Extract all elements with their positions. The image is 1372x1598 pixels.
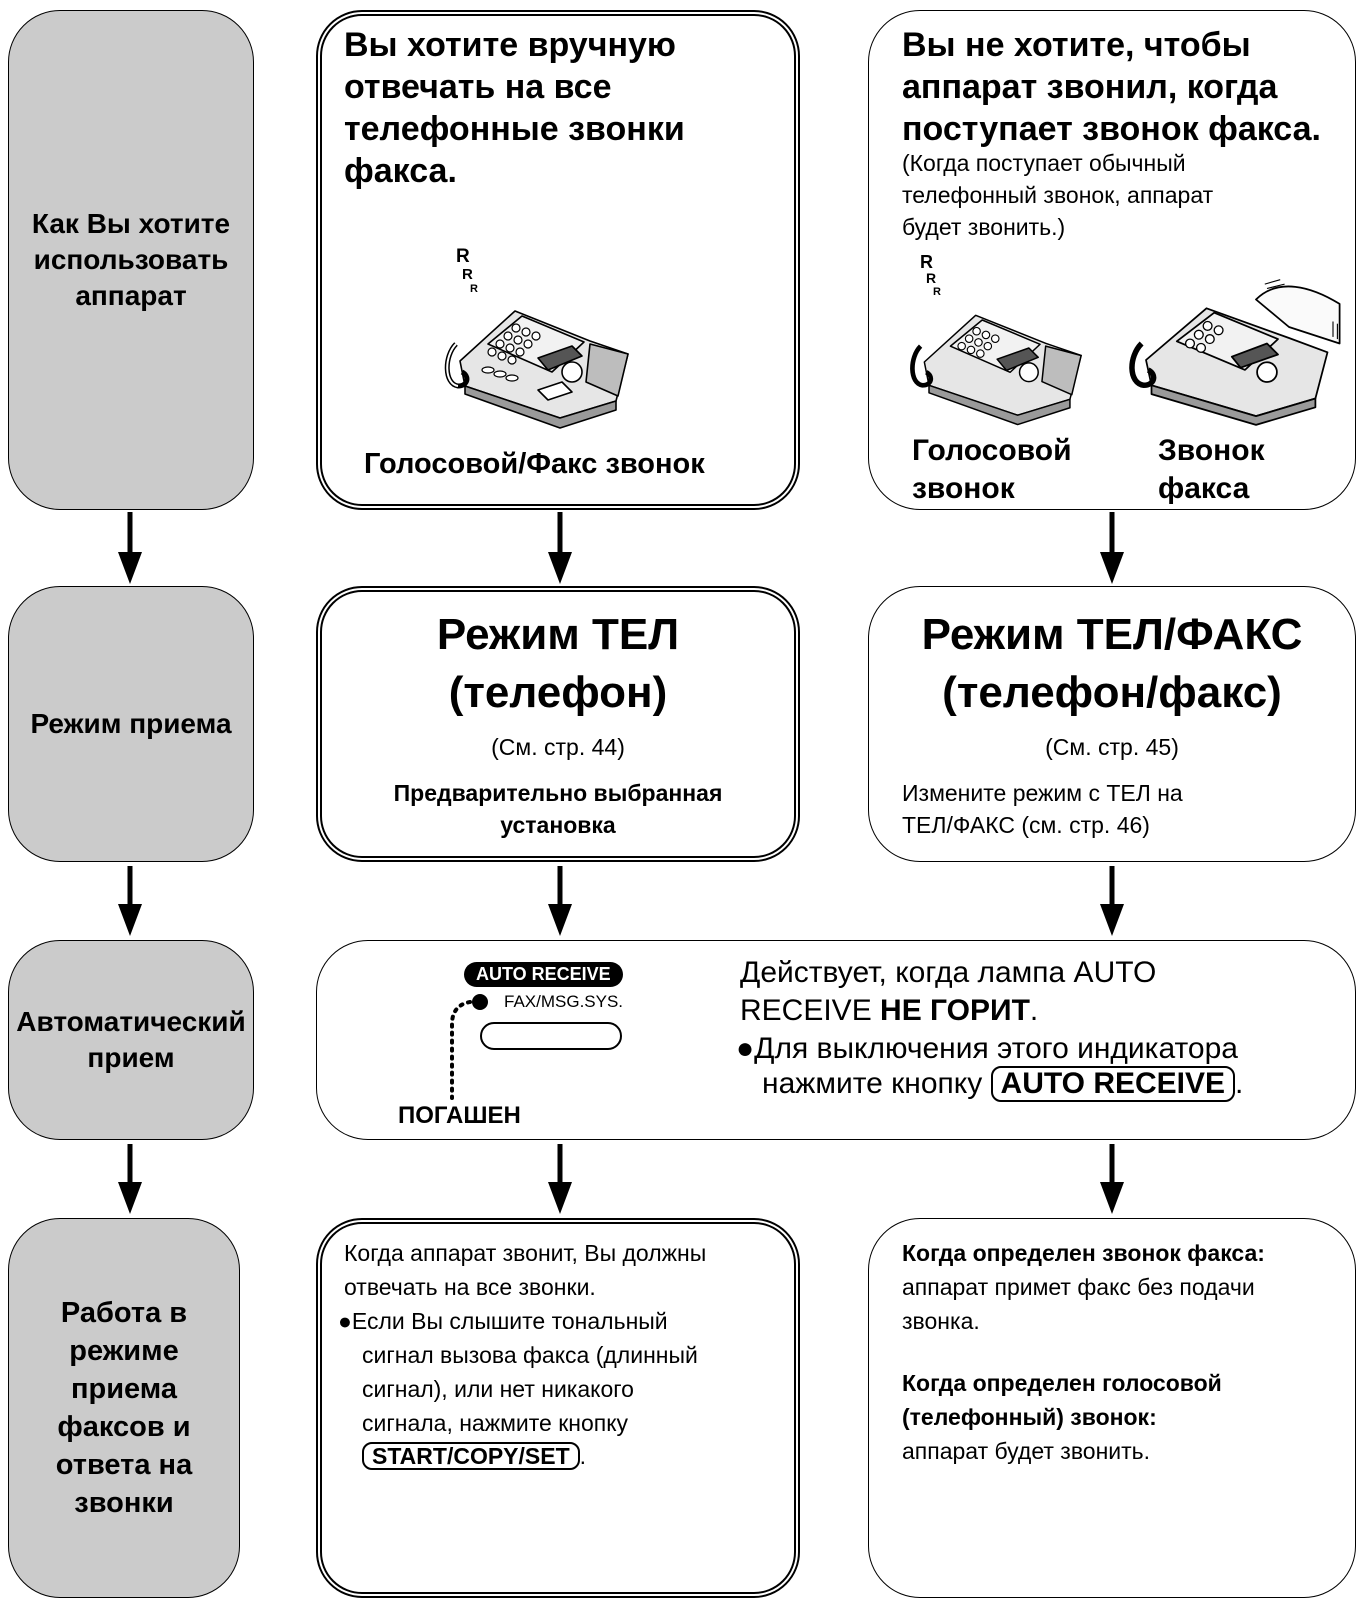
auto-receive-line-2: RECEIVE НЕ ГОРИТ. [740, 994, 1038, 1028]
auto-receive-key: AUTO RECEIVE [990, 1066, 1236, 1102]
tel-operation-line-2: отвечать на все звонки. [344, 1274, 596, 1300]
tel-mode-page-ref: (См. стр. 44) [491, 734, 625, 760]
flow-arrow-head [118, 904, 142, 936]
flow-arrow-head [118, 552, 142, 584]
telfax-mode-title-1: Режим ТЕЛ/ФАКС [921, 610, 1303, 659]
row-label-usage-text: Как Вы хотите использовать аппарат [31, 208, 231, 311]
fax-machine-printing-icon [1129, 279, 1341, 426]
ring-letter: R [462, 266, 473, 283]
tel-call-label: Голосовой/Факс звонок [364, 448, 705, 480]
ring-letter: R [933, 286, 941, 298]
fax-call-label-1: Звонок [1158, 434, 1265, 467]
tel-question-line-3: телефонные звонки [344, 110, 685, 148]
fax-machine-icon [444, 310, 629, 429]
row-label-receive-mode-text: Режим приема [30, 708, 232, 739]
auto-receive-line-2-bold: НЕ ГОРИТ [880, 994, 1030, 1027]
telfax-op-fax-line-1: аппарат примет факс без подачи [902, 1274, 1255, 1300]
row-label-usage: Как Вы хотите использовать аппарат [8, 10, 254, 510]
telfax-mode-page-ref: (См. стр. 45) [1045, 734, 1179, 760]
voice-call-label-1: Голосовой [912, 434, 1072, 467]
tel-question-line-4: факса. [344, 152, 457, 190]
tel-operation-line-7: START/COPY/SET. [362, 1442, 587, 1471]
telfax-op-voice-heading-2: (телефонный) звонок: [902, 1404, 1157, 1430]
auto-receive-line-2-text: RECEIVE [740, 994, 881, 1027]
flow-arrow-head [1100, 904, 1124, 936]
flow-arrow-head [1100, 1182, 1124, 1214]
ring-letter: R [470, 283, 478, 295]
tel-mode-preset-1: Предварительно выбранная [393, 780, 723, 806]
tel-operation-line-3: ●Если Вы слышите тональный [338, 1308, 668, 1334]
telfax-change-1: Измените режим с ТЕЛ на [902, 780, 1183, 806]
row-label-operation: Работа в режиме приема факсов и ответа н… [8, 1218, 240, 1598]
lamp-state-label: ПОГАШЕН [398, 1102, 521, 1129]
telfax-op-fax-heading: Когда определен звонок факса: [902, 1240, 1265, 1266]
row-label-auto-receive: Автоматический прием [8, 940, 254, 1140]
flow-arrow-head [548, 552, 572, 584]
tel-operation-line-5: сигнал), или нет никакого [362, 1376, 634, 1402]
status-lamp [472, 994, 488, 1010]
auto-receive-bullet-2-text: нажмите кнопку [762, 1067, 991, 1100]
row-label-auto-receive-text: Автоматический прием [16, 1006, 246, 1073]
tel-mode-title-2: (телефон) [448, 668, 668, 717]
tel-operation-line-6: сигнала, нажмите кнопку [362, 1410, 629, 1436]
auto-receive-bullet-1: ●Для выключения этого индикатора [736, 1032, 1238, 1065]
indicator-label: FAX/MSG.SYS. [504, 992, 624, 1011]
telfax-question-line-2: аппарат звонил, когда [902, 68, 1278, 106]
ring-letter: R [920, 252, 933, 272]
auto-receive-bullet-2: нажмите кнопку AUTO RECEIVE. [762, 1066, 1243, 1102]
ring-letter: R [456, 246, 470, 267]
telfax-question-box [868, 10, 1356, 510]
flow-arrow-head [1100, 552, 1124, 584]
telfax-change-2: ТЕЛ/ФАКС (см. стр. 46) [902, 812, 1150, 838]
auto-receive-line-2-end: . [1029, 994, 1039, 1027]
telfax-question-line-3: поступает звонок факса. [902, 110, 1321, 148]
auto-receive-panel-label: AUTO RECEIVE [464, 962, 623, 987]
flow-arrow-head [548, 1182, 572, 1214]
telfax-op-fax-line-2: звонка. [902, 1308, 980, 1334]
fax-machine-icon [910, 314, 1082, 426]
telfax-question-line-1: Вы не хотите, чтобы [902, 26, 1251, 64]
telfax-note-line-3: будет звонить.) [902, 214, 1066, 240]
auto-receive-bullet-2-end: . [1235, 1067, 1244, 1100]
telfax-operation-box [868, 1218, 1356, 1598]
start-copy-set-key: START/COPY/SET [362, 1442, 580, 1471]
tel-operation-line-1: Когда аппарат звонит, Вы должны [344, 1240, 707, 1266]
row-label-operation-text: Работа в режиме приема факсов и ответа н… [55, 1297, 193, 1519]
telfax-op-voice-line: аппарат будет звонить. [902, 1438, 1151, 1464]
auto-receive-line-1: Действует, когда лампа AUTO [740, 956, 1157, 989]
flow-arrow-head [548, 904, 572, 936]
tel-question-line-1: Вы хотите вручную [344, 26, 676, 64]
flow-arrow-head [118, 1182, 142, 1214]
ring-letter: R [926, 270, 937, 286]
tel-operation-line-4: сигнал вызова факса (длинный [362, 1342, 698, 1368]
tel-mode-box [316, 586, 800, 862]
voice-call-label-2: звонок [912, 472, 1015, 505]
fax-call-label-2: факса [1158, 472, 1250, 505]
auto-receive-button-shape [480, 1022, 622, 1050]
telfax-mode-title-2: (телефон/факс) [942, 668, 1282, 717]
row-label-receive-mode: Режим приема [8, 586, 254, 862]
telfax-note-line-1: (Когда поступает обычный [902, 150, 1186, 176]
telfax-note-line-2: телефонный звонок, аппарат [902, 182, 1214, 208]
tel-mode-title-1: Режим ТЕЛ [436, 610, 680, 659]
telfax-op-voice-heading-1: Когда определен голосовой [902, 1370, 1222, 1396]
telfax-mode-box [868, 586, 1356, 862]
tel-question-line-2: отвечать на все [344, 68, 612, 106]
tel-mode-preset-2: установка [500, 812, 616, 838]
tel-operation-end: . [579, 1443, 587, 1469]
